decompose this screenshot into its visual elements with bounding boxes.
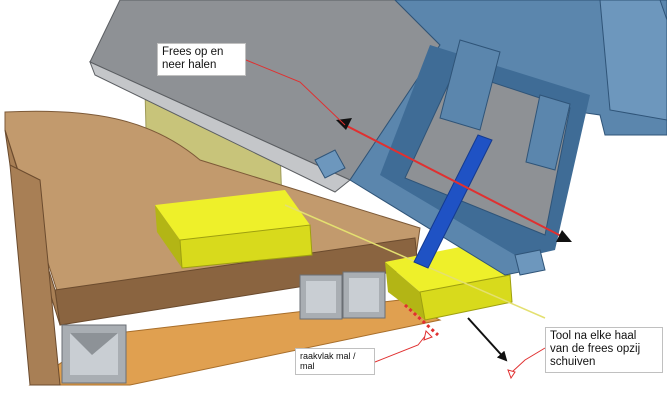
- router-bit: [413, 134, 493, 269]
- square-tube-left: [61, 324, 127, 384]
- tool-leader-line: [511, 347, 546, 373]
- contact-dotted-line: [403, 303, 440, 337]
- callout-raakvlak: raakvlak mal / mal: [295, 348, 375, 375]
- square-tube-right: [342, 271, 386, 319]
- square-tube-middle: [299, 274, 343, 320]
- callout-tool: Tool na elke haal van de frees opzij sch…: [545, 327, 663, 373]
- callout-frees: Frees op en neer halen: [157, 43, 246, 76]
- router-underside: [89, 61, 351, 193]
- lower-wood-strip: [9, 164, 61, 386]
- router-base-frame: [314, 0, 667, 276]
- tool-shift-arrow: [467, 317, 508, 362]
- frees-arrow-head-bottom: [556, 230, 572, 242]
- frees-motion-arrow: [344, 124, 566, 239]
- raakvlak-leader-line: [374, 334, 427, 363]
- raakvlak-leader-tip: [423, 330, 433, 341]
- frees-leader-line: [245, 59, 346, 126]
- yellow-block-upper: [155, 190, 313, 269]
- tool-leader-tip: [507, 369, 516, 380]
